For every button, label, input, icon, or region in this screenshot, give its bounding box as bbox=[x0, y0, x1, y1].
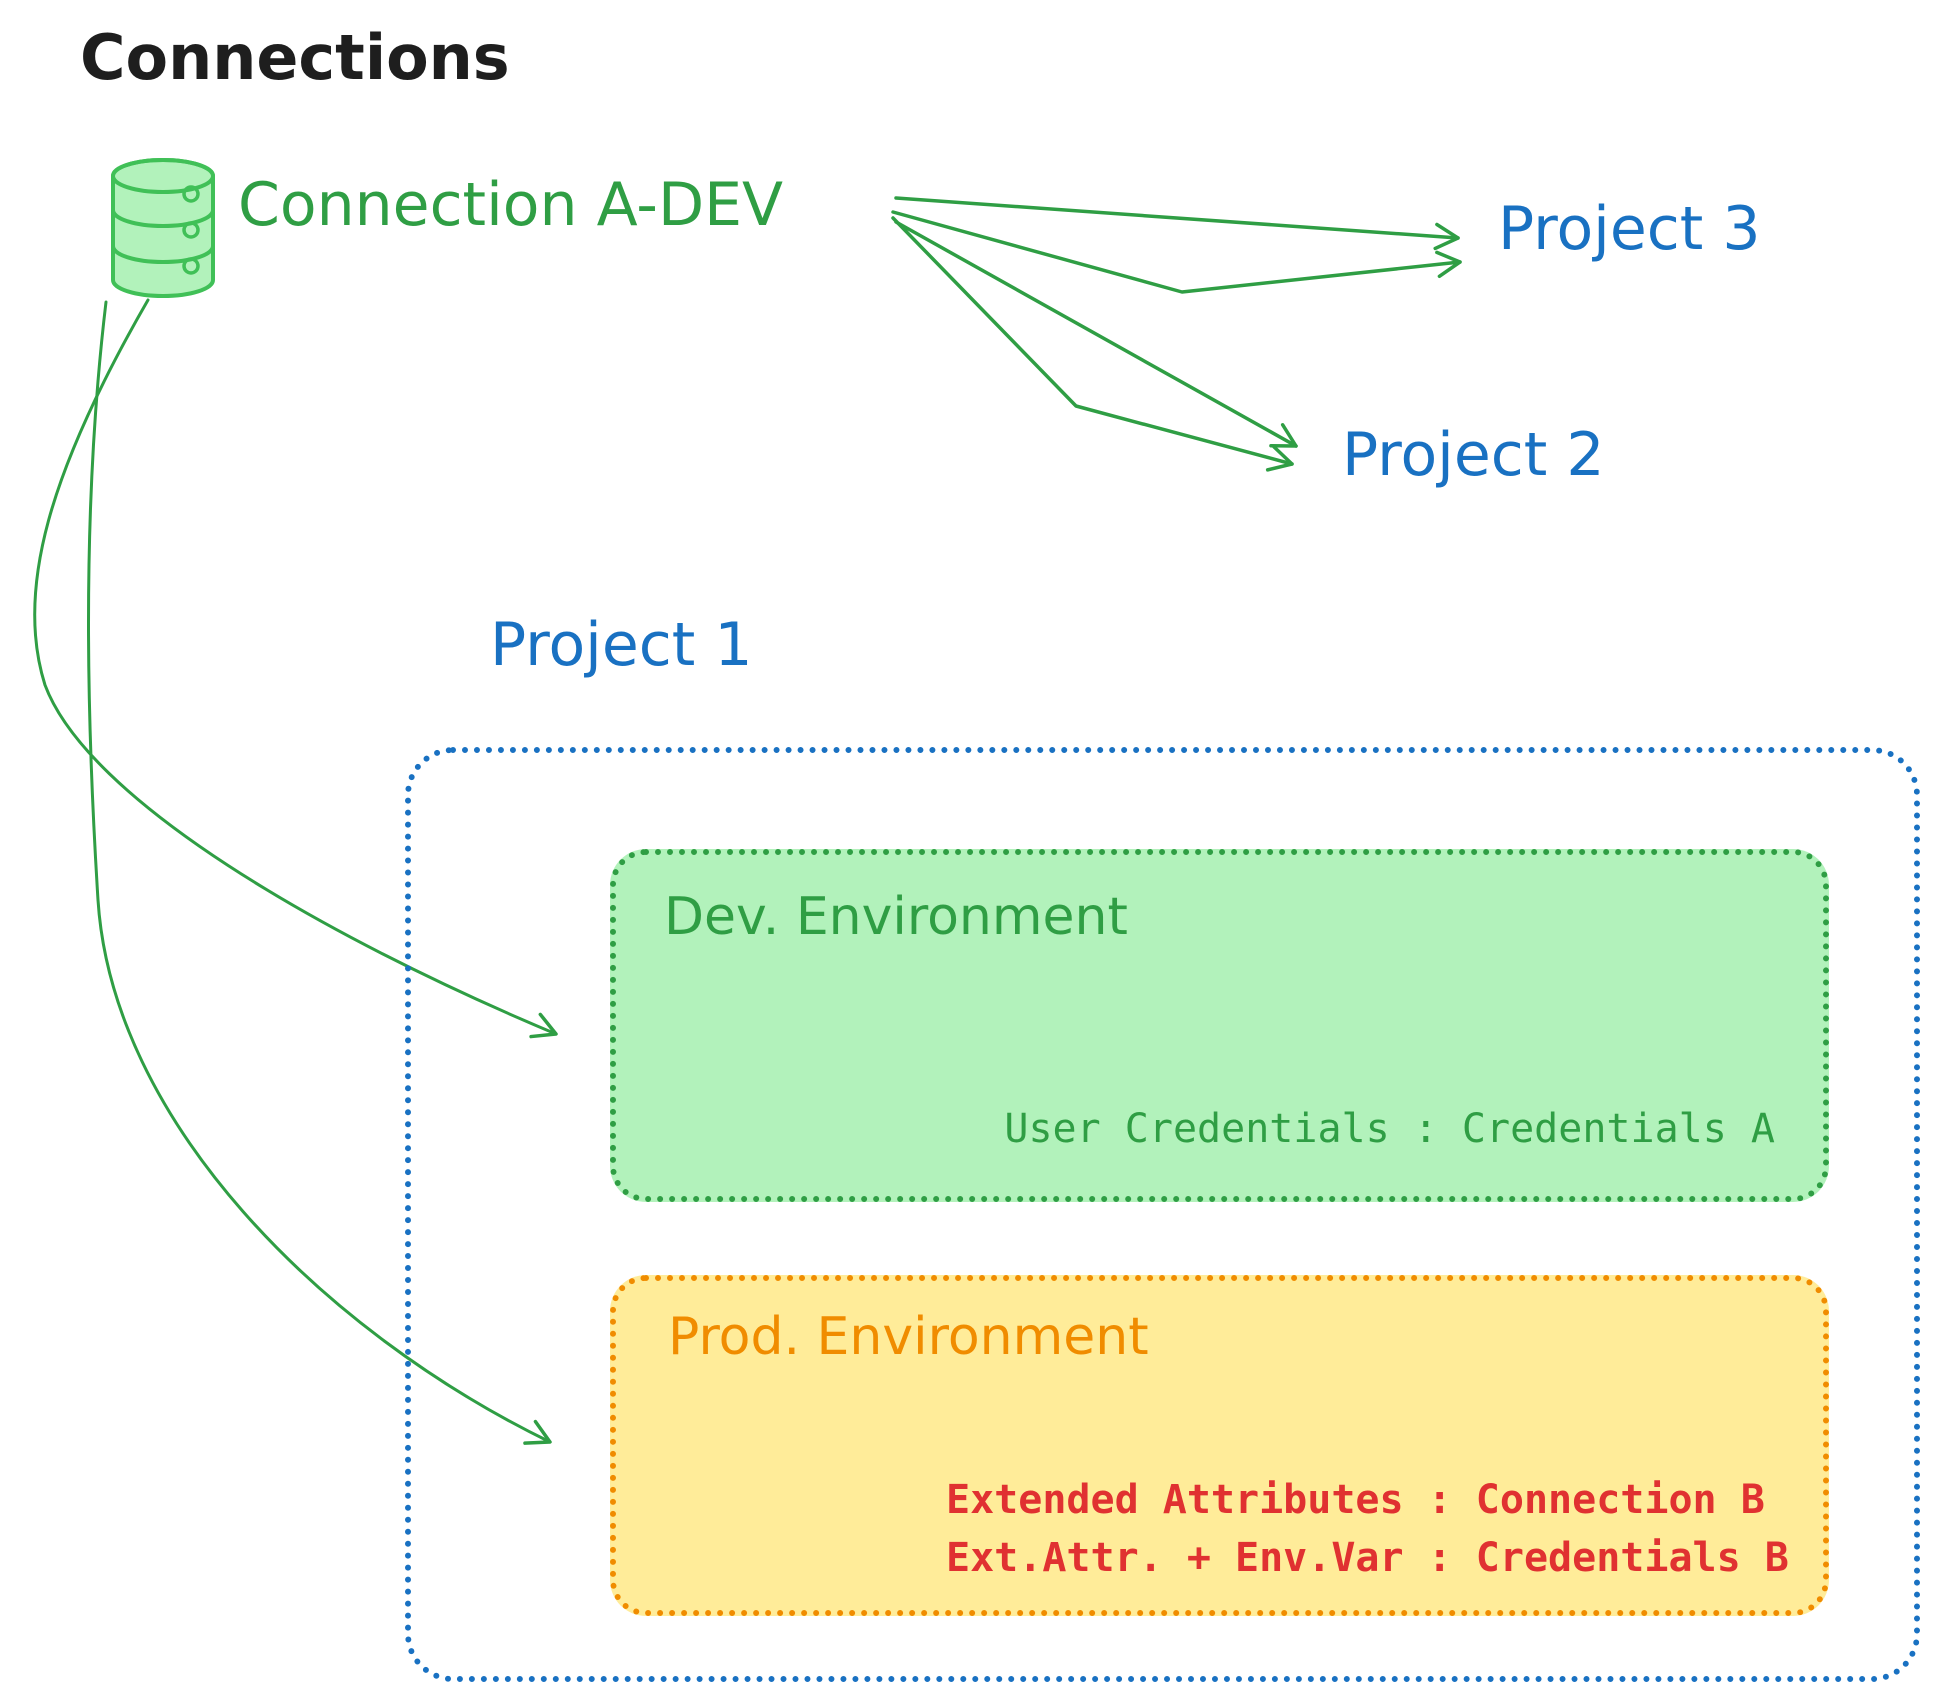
dev-environment-box: Dev. Environment User Credentials : Cred… bbox=[610, 849, 1829, 1202]
database-icon bbox=[111, 158, 215, 298]
arrow-to-project-2-a bbox=[894, 220, 1298, 448]
arrow-to-project-3-b bbox=[891, 210, 1462, 294]
project-1-label: Project 1 bbox=[490, 610, 753, 680]
prod-attr-line-2: Ext.Attr. + Env.Var : Credentials B bbox=[946, 1535, 1789, 1581]
arrow-to-project-3-a bbox=[894, 196, 1460, 251]
project-1-box: Dev. Environment User Credentials : Cred… bbox=[405, 747, 1920, 1682]
connection-a-dev-label: Connection A-DEV bbox=[238, 170, 784, 240]
arrow-to-project-2-b bbox=[891, 216, 1294, 472]
project-3-label: Project 3 bbox=[1498, 194, 1761, 264]
prod-attributes-text: Extended Attributes : Connection B Ext.A… bbox=[946, 1471, 1789, 1587]
diagram-title: Connections bbox=[80, 21, 510, 94]
dev-credentials-text: User Credentials : Credentials A bbox=[1004, 1106, 1775, 1152]
dev-environment-title: Dev. Environment bbox=[664, 887, 1128, 947]
prod-environment-box: Prod. Environment Extended Attributes : … bbox=[610, 1275, 1829, 1616]
prod-attr-line-1: Extended Attributes : Connection B bbox=[946, 1477, 1765, 1523]
arrow-to-dev-environment bbox=[33, 298, 558, 1039]
project-2-label: Project 2 bbox=[1342, 420, 1605, 490]
arrow-to-prod-environment bbox=[87, 300, 552, 1445]
prod-environment-title: Prod. Environment bbox=[668, 1307, 1149, 1367]
